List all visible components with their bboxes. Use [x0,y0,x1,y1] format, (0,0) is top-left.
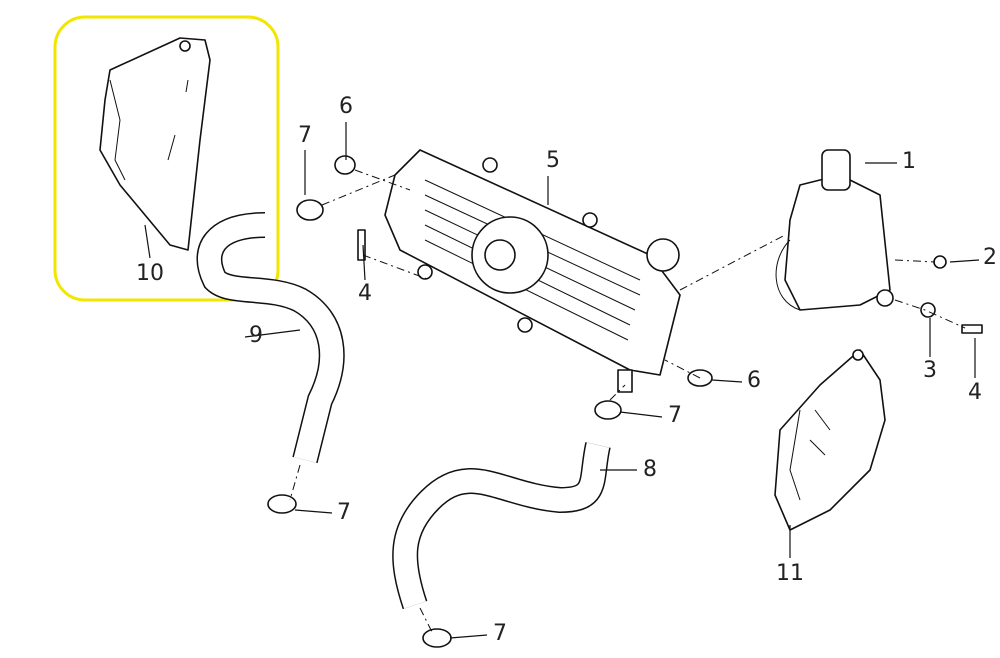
callout-1: 1 [902,149,916,174]
callout-2: 2 [983,245,997,270]
part-5-radiator[interactable] [384,149,681,393]
part-11-side-cover[interactable] [774,349,886,531]
callout-7: 7 [668,403,682,428]
leader-lines [144,122,980,639]
callout-7: 7 [493,621,507,646]
callout-4: 4 [968,380,982,405]
callout-7: 7 [337,500,351,525]
callout-11: 11 [776,561,804,586]
highlight-frame [53,15,280,302]
part-10-side-cover[interactable] [99,37,211,251]
small-hardware[interactable] [267,155,983,648]
callout-5: 5 [546,148,560,173]
callout-6: 6 [339,94,353,119]
callout-9: 9 [249,323,263,348]
callout-8: 8 [643,457,657,482]
callout-7: 7 [298,123,312,148]
part-8-lower-hose[interactable] [392,442,611,610]
callout-4: 4 [358,281,372,306]
assembly-lines [289,169,966,633]
part-1-reservoir[interactable] [775,149,894,311]
callout-10: 10 [136,261,164,286]
callout-6: 6 [747,368,761,393]
callout-3: 3 [923,358,937,383]
part-9-upper-hose[interactable] [196,212,345,464]
